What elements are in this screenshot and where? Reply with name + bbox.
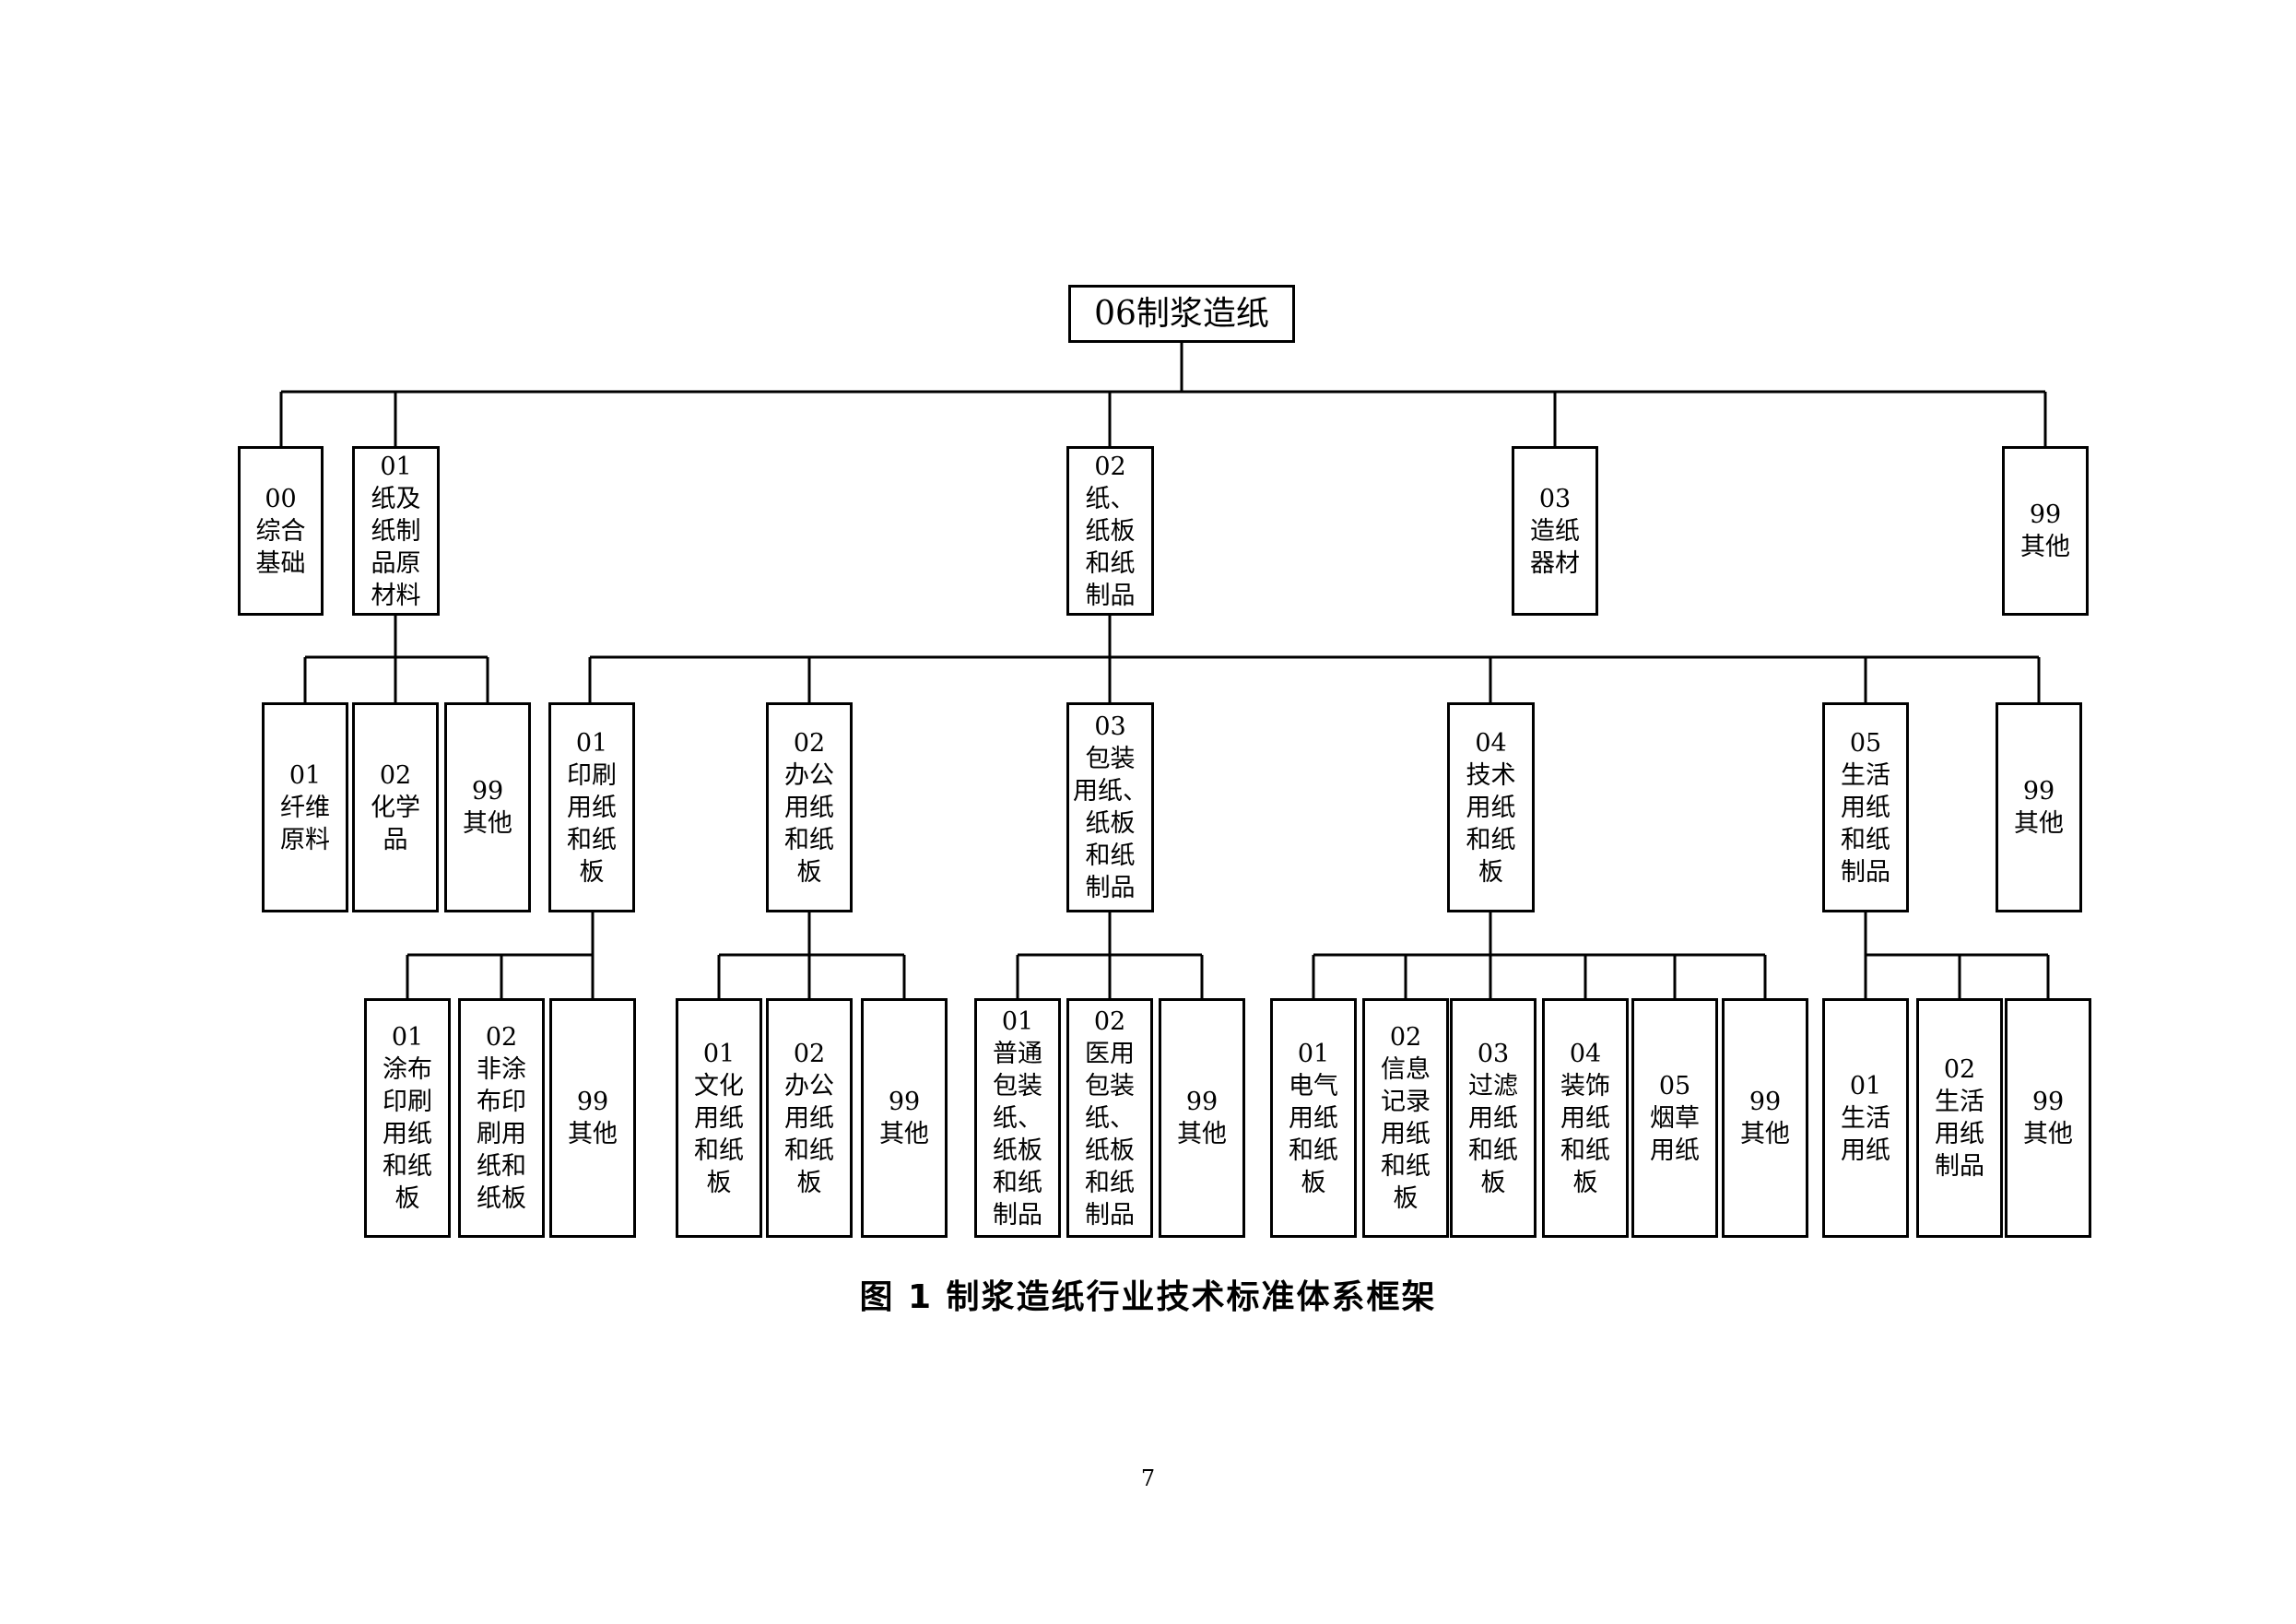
node-02-paper-products: 02 纸、 纸板 和纸 制品 [1066,446,1154,616]
node-01-electrical-paper: 01 电气 用纸 和纸 板 [1270,998,1357,1238]
node-02-tissue-products: 02 生活 用纸 制品 [1916,998,2003,1238]
node-02-office-paper-sub: 02 办公 用纸 和纸 板 [766,998,853,1238]
node-01-general-packaging: 01 普通 包装 纸、 纸板 和纸 制品 [974,998,1061,1238]
node-02-information-recording-paper: 02 信息 记录 用纸 和纸 板 [1362,998,1449,1238]
page-number: 7 [1140,1465,1156,1491]
node-99-printing-other: 99 其他 [549,998,636,1238]
node-05-household-paper: 05 生活 用纸 和纸 制品 [1822,702,1909,912]
node-04-decorative-paper: 04 装饰 用纸 和纸 板 [1542,998,1629,1238]
node-01-tissue-paper: 01 生活 用纸 [1822,998,1909,1238]
node-99-packaging-other: 99 其他 [1159,998,1245,1238]
node-99-materials-other: 99 其他 [444,702,531,912]
node-99-products-other: 99 其他 [1996,702,2082,912]
node-02-uncoated-printing-paper: 02 非涂 布印 刷用 纸和 纸板 [458,998,545,1238]
node-02-chemicals: 02 化学 品 [352,702,439,912]
node-99-household-other: 99 其他 [2005,998,2091,1238]
node-01-printing-paper: 01 印刷 用纸 和纸 板 [548,702,635,912]
node-05-tobacco-paper: 05 烟草 用纸 [1631,998,1718,1238]
node-03-papermaking-equipment: 03 造纸 器材 [1512,446,1598,616]
node-02-office-paper: 02 办公 用纸 和纸 板 [766,702,853,912]
node-01-cultural-paper: 01 文化 用纸 和纸 板 [676,998,762,1238]
node-00-general-basics: 00 综合 基础 [238,446,324,616]
node-99-technical-other: 99 其他 [1722,998,1808,1238]
node-01-coated-printing-paper: 01 涂布 印刷 用纸 和纸 板 [364,998,451,1238]
node-99-office-other: 99 其他 [861,998,948,1238]
node-03-filter-paper: 03 过滤 用纸 和纸 板 [1450,998,1537,1238]
figure-caption: 图 1 制浆造纸行业技术标准体系框架 [859,1278,1437,1316]
node-03-packaging-paper: 03 包装 用纸、 纸板 和纸 制品 [1066,702,1154,912]
node-02-medical-packaging: 02 医用 包装 纸、 纸板 和纸 制品 [1066,998,1153,1238]
node-99-other: 99 其他 [2002,446,2089,616]
node-01-fiber-materials: 01 纤维 原料 [262,702,348,912]
root-node: 06制浆造纸 [1068,285,1295,343]
node-04-technical-paper: 04 技术 用纸 和纸 板 [1447,702,1535,912]
node-01-raw-materials: 01 纸及 纸制 品原 材料 [352,446,440,616]
